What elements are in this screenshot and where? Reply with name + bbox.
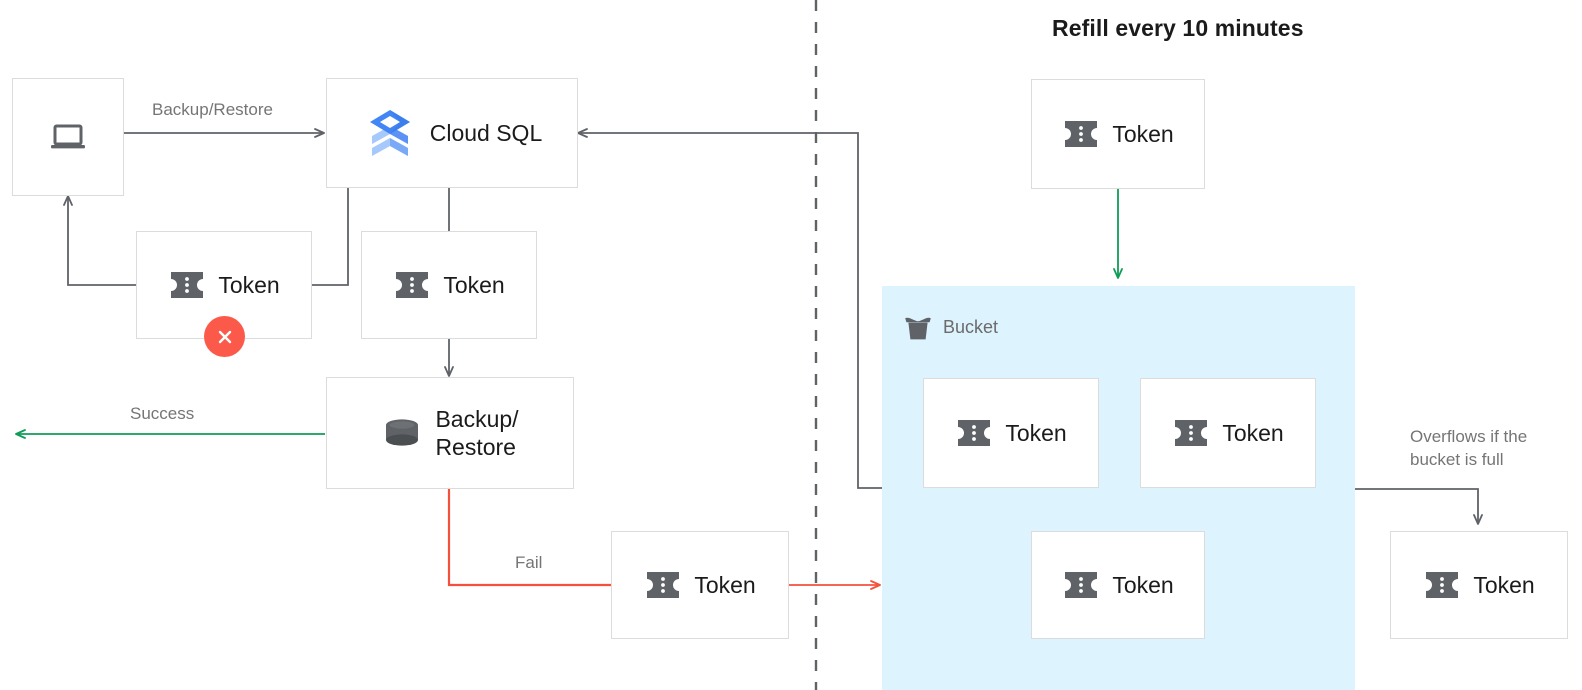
- node-token-bucket-1-label: Token: [1005, 419, 1067, 446]
- node-backup-restore-label: Backup/ Restore: [435, 405, 519, 460]
- cloud-sql-icon: [362, 102, 418, 164]
- node-token-bucket-1[interactable]: Token: [923, 378, 1099, 488]
- node-token-fail-return-label: Token: [694, 571, 756, 598]
- node-token-consumed[interactable]: Token: [361, 231, 537, 339]
- token-icon: [1062, 118, 1100, 150]
- bucket-icon: [902, 312, 934, 342]
- laptop-icon: [48, 121, 88, 153]
- node-token-overflow-label: Token: [1473, 571, 1535, 598]
- edge-cloudsql-to-token-failed: [312, 188, 349, 286]
- node-token-bucket-3-label: Token: [1112, 571, 1174, 598]
- node-token-refill-label: Token: [1112, 120, 1174, 147]
- node-token-bucket-2[interactable]: Token: [1140, 378, 1316, 488]
- edge-label-backup-restore: Backup/Restore: [152, 100, 273, 119]
- x-badge: [204, 316, 245, 357]
- edge-token-failed-to-client: [63, 195, 136, 286]
- bucket-label: Bucket: [943, 316, 999, 337]
- token-icon: [168, 269, 206, 301]
- node-cloud-sql[interactable]: Cloud SQL: [326, 78, 578, 188]
- node-token-consumed-label: Token: [443, 271, 505, 298]
- edge-bucket-to-cloudsql: [577, 128, 882, 489]
- edge-backup-fail: [447, 489, 611, 587]
- edge-label-overflow: Overflows if the bucket is full: [1410, 427, 1528, 469]
- token-icon: [955, 417, 993, 449]
- node-backup-restore[interactable]: Backup/ Restore: [326, 377, 574, 489]
- token-icon: [393, 269, 431, 301]
- node-token-bucket-3[interactable]: Token: [1031, 531, 1205, 639]
- token-icon: [1423, 569, 1461, 601]
- token-icon: [1062, 569, 1100, 601]
- node-token-fail-return[interactable]: Token: [611, 531, 789, 639]
- node-token-overflow[interactable]: Token: [1390, 531, 1568, 639]
- edge-label-success: Success: [130, 404, 195, 423]
- edge-bucket-overflow: [1355, 488, 1483, 525]
- node-cloud-sql-label: Cloud SQL: [429, 119, 543, 146]
- token-icon: [644, 569, 682, 601]
- node-token-refill[interactable]: Token: [1031, 79, 1205, 189]
- node-token-bucket-2-label: Token: [1222, 419, 1284, 446]
- node-token-failed-label: Token: [218, 271, 280, 298]
- bucket-tag: Bucket: [902, 312, 998, 342]
- token-icon: [1172, 417, 1210, 449]
- page-title: Refill every 10 minutes: [1052, 15, 1304, 41]
- database-icon: [381, 416, 423, 450]
- node-client[interactable]: [12, 78, 124, 196]
- edge-label-fail: Fail: [515, 553, 543, 572]
